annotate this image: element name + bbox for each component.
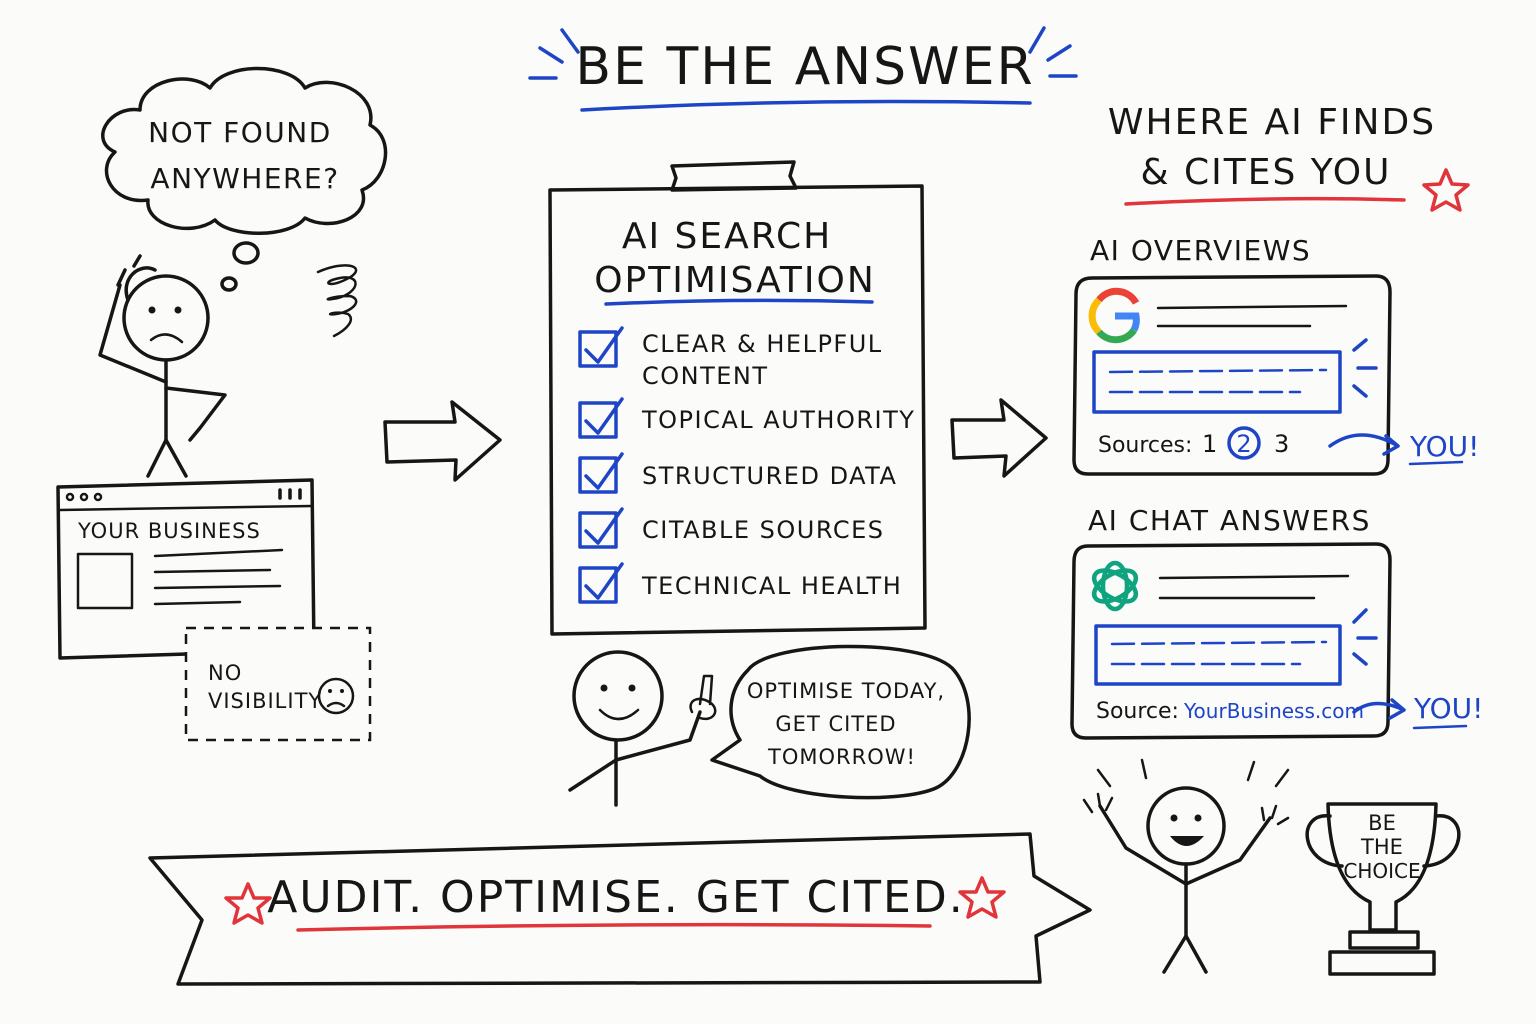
business-browser-window: YOUR BUSINESS (56, 478, 316, 660)
ai-chat-label: AI CHAT ANSWERS (1088, 504, 1371, 537)
checkbox-checked-icon (578, 456, 618, 494)
pointing-person (568, 650, 717, 807)
page-title: BE THE ANSWER (575, 37, 1034, 97)
ai-overviews-label: AI OVERVIEWS (1090, 234, 1311, 267)
curved-arrow-icon (1352, 698, 1406, 720)
title-emphasis-left (528, 28, 580, 80)
curved-arrow-icon (1328, 433, 1400, 456)
checkbox-checked-icon (578, 566, 618, 604)
checklist-item: CLEAR & HELPFUL CONTENT (578, 326, 883, 390)
checklist-title-2: OPTIMISATION (594, 260, 876, 301)
thought-cloud: NOT FOUND ANYWHERE? (101, 66, 388, 292)
no-visibility-line-1: NO (208, 661, 242, 685)
right-heading: WHERE AI FINDS & CITES YOU (1108, 102, 1470, 212)
star-icon (958, 876, 1006, 919)
checkbox-checked-icon (578, 511, 618, 549)
trophy-line-2: THE (1360, 835, 1403, 859)
title-group: BE THE ANSWER (528, 26, 1078, 112)
no-visibility-line-2: VISIBILITY (208, 689, 322, 713)
ai-chat-card: AI CHAT ANSWERS Source: YourBusiness.com… (1070, 504, 1483, 740)
trophy-icon: BE THE CHOICE (1305, 802, 1461, 976)
source-url: YourBusiness.com (1183, 699, 1364, 723)
banner-text: AUDIT. OPTIMISE. GET CITED. (267, 872, 964, 923)
right-heading-line-1: WHERE AI FINDS (1108, 102, 1436, 143)
image-placeholder (76, 552, 134, 610)
checkbox-checked-icon (578, 330, 618, 368)
sad-face-icon (317, 677, 355, 715)
trophy-line-1: BE (1368, 811, 1396, 835)
title-underline (580, 99, 1032, 112)
highlighted-source-ring (1227, 426, 1261, 460)
checklist-item: CITABLE SOURCES (578, 507, 885, 549)
source-number: 3 (1274, 430, 1289, 458)
chatgpt-logo-icon (1091, 560, 1139, 612)
confused-person (98, 254, 227, 478)
checklist-clipboard: AI SEARCH OPTIMISATION CLEAR & HELPFUL C… (548, 160, 927, 636)
bottom-banner: AUDIT. OPTIMISE. GET CITED. (148, 832, 1092, 986)
arrow-right-icon (383, 400, 502, 482)
speech-line-1: OPTIMISE TODAY, (747, 679, 945, 703)
checklist-item: TECHNICAL HEALTH (578, 562, 902, 604)
star-icon (1422, 168, 1470, 212)
checkbox-checked-icon (578, 401, 618, 439)
trophy-line-3: CHOICE (1343, 859, 1420, 883)
checklist-item-label: CITABLE SOURCES (642, 516, 885, 544)
ai-overviews-card: AI OVERVIEWS Sources: 1 2 3 YOU! (1072, 234, 1479, 476)
google-logo-icon (1088, 287, 1140, 344)
sources-label: Sources: (1098, 433, 1192, 458)
you-label: YOU! (1409, 430, 1479, 463)
right-heading-line-2: & CITES YOU (1140, 152, 1391, 193)
no-visibility-box: NO VISIBILITY (184, 626, 372, 742)
you-label: YOU! (1413, 692, 1483, 725)
checklist-item: STRUCTURED DATA (578, 452, 897, 494)
speech-line-2: GET CITED (775, 712, 896, 736)
thought-line-1: NOT FOUND (148, 116, 332, 149)
checklist-item-label: CLEAR & HELPFUL (642, 330, 883, 358)
checklist-item-label: TECHNICAL HEALTH (641, 572, 902, 600)
source-number: 1 (1202, 430, 1217, 458)
star-icon (224, 882, 272, 925)
confusion-squiggle (316, 264, 358, 338)
browser-label: YOUR BUSINESS (77, 519, 261, 543)
checklist-title-1: AI SEARCH (622, 216, 832, 257)
thought-line-2: ANYWHERE? (150, 162, 339, 195)
source-label: Source: (1096, 699, 1179, 724)
speech-line-3: TOMORROW! (767, 745, 916, 769)
arrow-right-icon (950, 398, 1048, 478)
checklist-item-label: CONTENT (642, 362, 769, 390)
checklist-item-label: STRUCTURED DATA (642, 462, 897, 490)
title-emphasis-right (1028, 26, 1078, 78)
speech-bubble: OPTIMISE TODAY, GET CITED TOMORROW! (710, 644, 971, 800)
celebrating-person (1082, 758, 1290, 974)
checklist-item: TOPICAL AUTHORITY (578, 397, 915, 439)
source-number-highlighted: 2 (1236, 430, 1251, 458)
checklist-item-label: TOPICAL AUTHORITY (641, 406, 915, 434)
